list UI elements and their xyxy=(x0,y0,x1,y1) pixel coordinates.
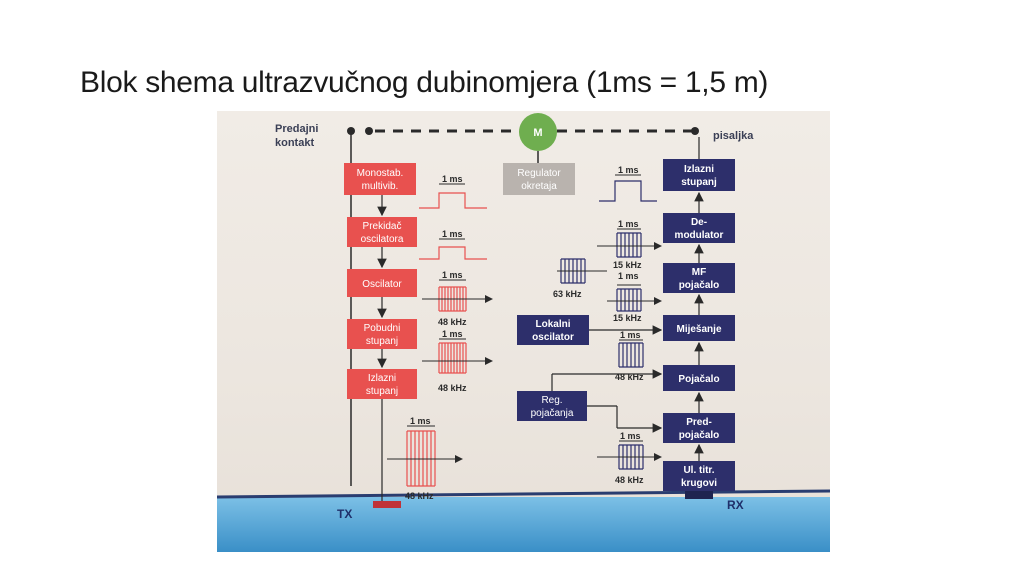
tx-label: TX xyxy=(337,507,352,521)
water-surface xyxy=(217,497,830,552)
rx-label-ms-2: 1 ms xyxy=(618,219,639,229)
motor-label: M xyxy=(533,127,542,139)
regpoj-l2: pojačanja xyxy=(531,408,574,419)
lokalni-l1: Lokalni xyxy=(535,319,570,330)
motor-circle xyxy=(519,113,557,151)
rx-block-ultitr-l1: Ul. titr. xyxy=(683,465,714,476)
rx-block-demod-l2: modulator xyxy=(675,230,724,241)
tx-block-izlazni-l1: Izlazni xyxy=(368,373,396,384)
tx-label-48-3: 48 kHz xyxy=(405,491,434,501)
tx-chain: Monostab. multivib. Prekidač oscilatora … xyxy=(344,163,417,508)
tx-block-pobudni-l1: Pobudni xyxy=(364,323,401,334)
block-diagram-photo: Predajni kontakt M pisaljka Regulator ok… xyxy=(217,111,830,552)
rx-transducer xyxy=(685,491,713,499)
slide-title: Blok shema ultrazvučnog dubinomjera (1ms… xyxy=(80,66,769,99)
rx-block-izlazni xyxy=(663,159,735,191)
rx-block-mijesanje xyxy=(663,315,735,341)
rx-label: RX xyxy=(727,498,744,512)
rx-label-15-1: 15 kHz xyxy=(613,260,642,270)
rx-block-pred-l1: Pred- xyxy=(686,417,712,428)
regpoj-l1: Reg. xyxy=(541,395,562,406)
tx-block-prekidac-l2: oscilatora xyxy=(361,234,404,245)
rx-block-demodulator xyxy=(663,213,735,243)
tx-label-48-1: 48 kHz xyxy=(438,317,467,327)
tx-label-ms-2: 1 ms xyxy=(442,229,463,239)
tx-block-prekidac-l1: Prekidač xyxy=(363,221,402,232)
rx-label-15-2: 15 kHz xyxy=(613,313,642,323)
tx-label-ms-4: 1 ms xyxy=(442,329,463,339)
tx-label-ms-5: 1 ms xyxy=(410,416,431,426)
pisaljka-label: pisaljka xyxy=(713,130,754,142)
tx-block-pobudni xyxy=(347,319,417,349)
rx-block-predpojacalo xyxy=(663,413,735,443)
rx-block-pojacalo xyxy=(663,365,735,391)
tx-block-pobudni-l2: stupanj xyxy=(366,336,398,347)
tx-block-monostab-l1: Monostab. xyxy=(357,168,404,179)
rx-block-izlazni-l2: stupanj xyxy=(681,177,717,188)
rx-block-mf xyxy=(663,263,735,293)
regulator-block xyxy=(503,163,575,195)
tx-block-oscilator-l1: Oscilator xyxy=(362,279,402,290)
rx-label-48-1: 48 kHz xyxy=(615,372,644,382)
tx-block-prekidac xyxy=(347,217,417,247)
rx-block-mijesanje-l1: Miješanje xyxy=(676,324,721,335)
tx-block-monostab xyxy=(344,163,416,195)
lokalni-oscilator-block xyxy=(517,315,589,345)
tx-block-monostab-l2: multivib. xyxy=(362,181,399,192)
tx-block-izlazni xyxy=(347,369,417,399)
rx-block-pred-l2: pojačalo xyxy=(679,430,720,441)
rx-block-mf-l1: MF xyxy=(692,267,706,278)
rx-label-63: 63 kHz xyxy=(553,289,582,299)
rx-label-48-2: 48 kHz xyxy=(615,475,644,485)
rx-block-demod-l1: De- xyxy=(691,217,707,228)
tx-block-oscilator xyxy=(347,269,417,297)
reg-pojacanja-block xyxy=(517,391,587,421)
rx-label-ms-5: 1 ms xyxy=(620,431,641,441)
rx-label-ms-3: 1 ms xyxy=(618,271,639,281)
rx-chain: Izlazni stupanj De- modulator MF pojačal… xyxy=(517,137,735,499)
rx-block-ultitr xyxy=(663,461,735,491)
rx-label-ms-4: 1 ms xyxy=(620,330,641,340)
lokalni-l2: oscilator xyxy=(532,332,574,343)
tx-label-48-2: 48 kHz xyxy=(438,383,467,393)
kontakt-label: kontakt xyxy=(275,137,314,149)
regulator-line2: okretaja xyxy=(521,181,557,192)
regulator-line1: Regulator xyxy=(517,168,561,179)
tx-transducer xyxy=(373,501,401,508)
rx-label-ms-1: 1 ms xyxy=(618,165,639,175)
rx-block-ultitr-l2: krugovi xyxy=(681,478,717,489)
rx-block-mf-l2: pojačalo xyxy=(679,280,720,291)
rx-block-izlazni-l1: Izlazni xyxy=(684,164,714,175)
tx-label-ms-1: 1 ms xyxy=(442,174,463,184)
predajni-label: Predajni xyxy=(275,123,318,135)
rx-block-pojacalo-l1: Pojačalo xyxy=(678,374,719,385)
tx-label-ms-3: 1 ms xyxy=(442,270,463,280)
tx-block-izlazni-l2: stupanj xyxy=(366,386,398,397)
